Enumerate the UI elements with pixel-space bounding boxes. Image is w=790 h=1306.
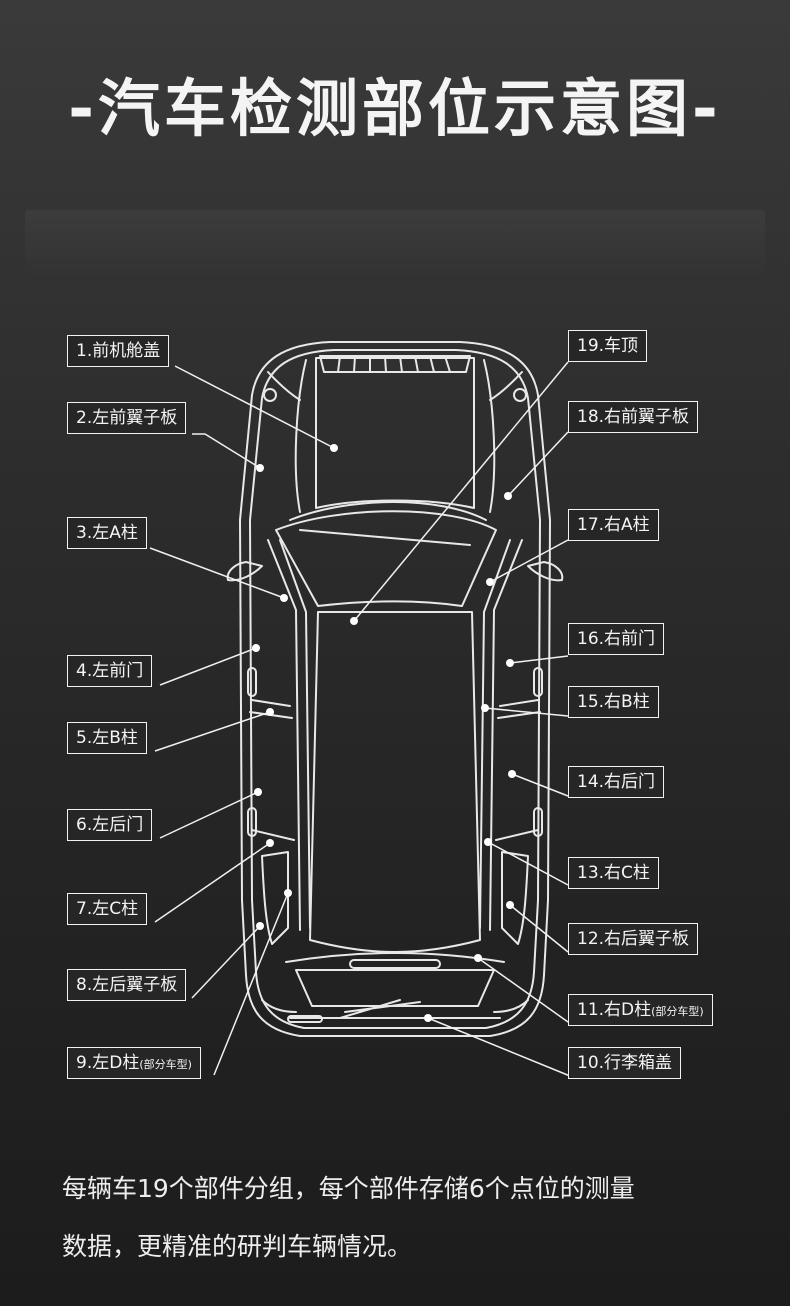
label-right-front-door: 16.右前门 bbox=[568, 623, 665, 655]
label-roof: 19.车顶 bbox=[568, 330, 648, 362]
label-left-c-pillar: 7.左C柱 bbox=[67, 893, 148, 925]
label-left-front-door: 4.左前门 bbox=[67, 655, 153, 687]
measure-points bbox=[252, 444, 516, 1022]
label-front-hood: 1.前机舱盖 bbox=[67, 335, 170, 367]
page-title: -汽车检测部位示意图- bbox=[68, 72, 722, 145]
description-line-2: 数据，更精准的研判车辆情况。 bbox=[62, 1232, 413, 1261]
label-right-b-pillar: 15.右B柱 bbox=[568, 686, 659, 718]
label-left-a-pillar: 3.左A柱 bbox=[67, 517, 147, 549]
label-left-d-pillar: 9.左D柱(部分车型) bbox=[67, 1047, 201, 1079]
label-right-a-pillar: 17.右A柱 bbox=[568, 509, 659, 541]
roof-outline bbox=[309, 611, 481, 953]
description-line-1: 每辆车19个部件分组，每个部件存储6个点位的测量 bbox=[62, 1174, 635, 1203]
label-left-rear-door: 6.左后门 bbox=[67, 809, 153, 841]
label-right-c-pillar: 13.右C柱 bbox=[568, 857, 659, 889]
label-right-front-fender: 18.右前翼子板 bbox=[568, 401, 699, 433]
label-right-d-pillar: 11.右D柱(部分车型) bbox=[568, 994, 713, 1026]
car-body-outline bbox=[239, 341, 551, 1037]
hood-outline bbox=[315, 357, 475, 509]
label-trunk-lid: 10.行李箱盖 bbox=[568, 1047, 682, 1079]
label-left-front-fender: 2.左前翼子板 bbox=[67, 402, 187, 434]
label-left-rear-fender: 8.左后翼子板 bbox=[67, 969, 187, 1001]
label-right-rear-door: 14.右后门 bbox=[568, 766, 665, 798]
label-right-rear-fender: 12.右后翼子板 bbox=[568, 923, 699, 955]
label-left-b-pillar: 5.左B柱 bbox=[67, 722, 147, 754]
description: 每辆车19个部件分组，每个部件存储6个点位的测量 数据，更精准的研判车辆情况。 bbox=[62, 1160, 752, 1276]
header-band bbox=[25, 210, 765, 280]
windshield-outline bbox=[275, 510, 497, 607]
trunk-outline bbox=[295, 969, 495, 1007]
